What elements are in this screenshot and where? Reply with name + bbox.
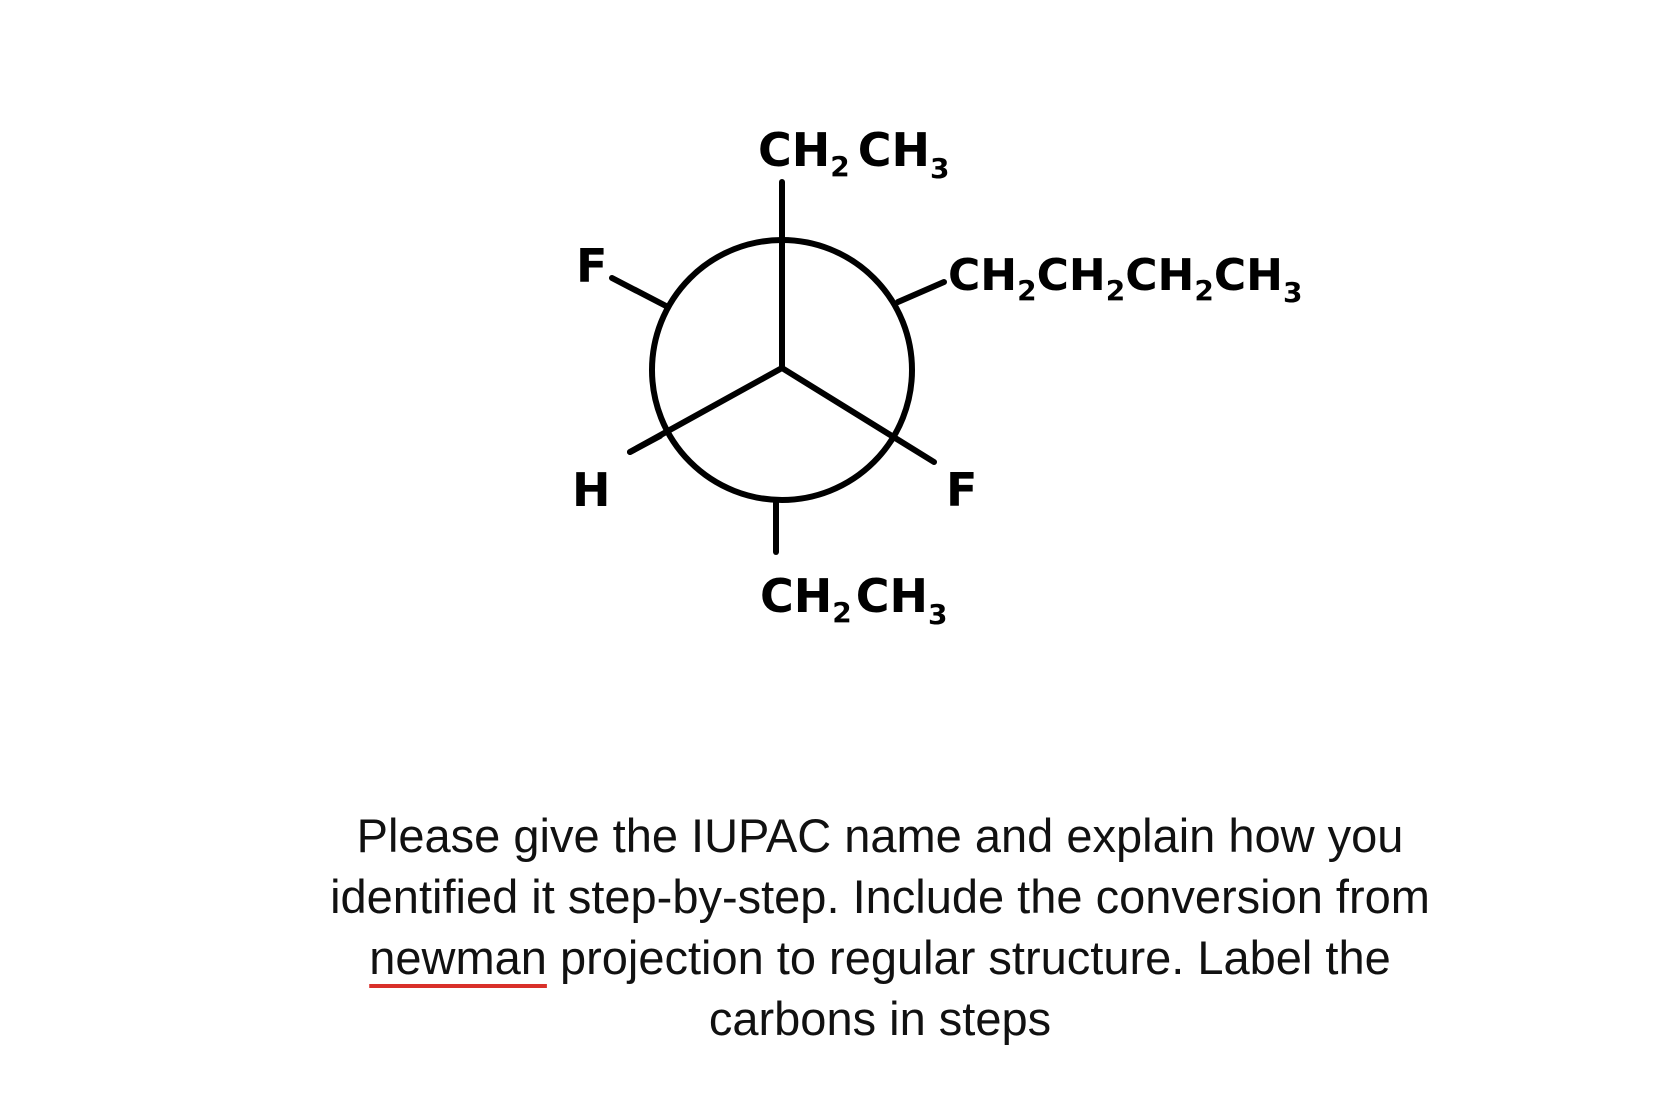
- front-bond-lower-right: [779, 365, 937, 465]
- question-text-part2: projection to regular structure. Label t…: [546, 931, 1391, 1045]
- back-bond-upper-right: [895, 279, 947, 305]
- question-text: Please give the IUPAC name and explain h…: [300, 805, 1460, 1049]
- back-bond-upper-left: [609, 275, 669, 309]
- misspelled-word[interactable]: newman: [369, 931, 547, 984]
- front-bond-lower-left-ext: [627, 433, 663, 455]
- label-bottom-ethyl: CH2CH3: [760, 569, 948, 631]
- label-back-left-fluorine: F: [576, 239, 607, 293]
- label-front-right-fluorine: F: [946, 463, 977, 517]
- label-back-right-butyl: CH2CH2CH2CH3: [948, 250, 1302, 309]
- question-text-part1: Please give the IUPAC name and explain h…: [330, 809, 1430, 923]
- label-front-left-hydrogen: H: [572, 463, 611, 517]
